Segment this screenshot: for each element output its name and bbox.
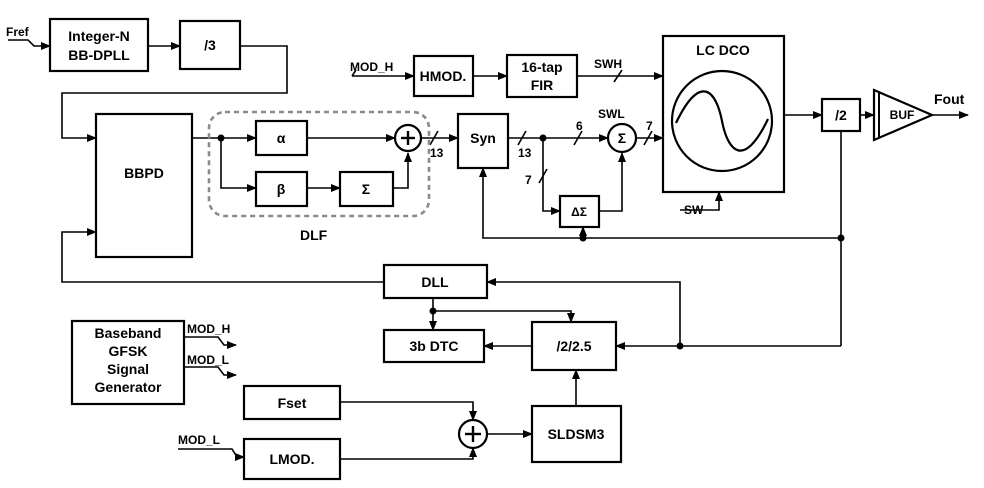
gen-label-4: Generator — [95, 379, 162, 395]
gen-label-3: Signal — [107, 361, 149, 377]
mod-l-output-label: MOD_L — [187, 353, 229, 367]
syn-label: Syn — [470, 130, 496, 146]
divide-by-2-block: /2 — [820, 97, 862, 133]
loop-adder — [393, 123, 423, 153]
bits-7-a: 7 — [646, 119, 653, 133]
mod-l-input-label: MOD_L — [178, 433, 220, 447]
delta-sigma-label: ΔΣ — [571, 205, 587, 219]
syn-block: Syn — [456, 112, 510, 170]
bits-13-a: 13 — [430, 146, 444, 160]
integrator-block: Σ — [338, 170, 395, 208]
lc-dco-block: LC DCO — [661, 34, 786, 194]
mod-h-output-label: MOD_H — [187, 322, 230, 336]
divide-by-3-label: /3 — [204, 37, 216, 53]
dtc-label: 3b DTC — [410, 338, 459, 354]
sw-label: SW — [684, 203, 704, 217]
delta-sigma-block: ΔΣ — [558, 194, 601, 229]
dpll-block: Integer-N BB-DPLL — [48, 17, 150, 73]
freq-adder — [457, 418, 489, 450]
sine-wave-icon — [675, 90, 769, 152]
lmod-label: LMOD. — [269, 451, 314, 467]
beta-block: β — [254, 170, 309, 208]
beta-label: β — [277, 181, 286, 197]
dpll-label-1: Integer-N — [68, 28, 129, 44]
fir-label-2: FIR — [531, 77, 554, 93]
lc-dco-label: LC DCO — [696, 42, 750, 58]
gen-label-1: Baseband — [95, 325, 162, 341]
alpha-block: α — [254, 119, 309, 157]
mod-h-input-label: MOD_H — [350, 60, 393, 74]
swh-label: SWH — [594, 57, 622, 71]
junction-dots — [217, 134, 845, 350]
swl-summer-label: Σ — [618, 130, 626, 146]
dlf-label: DLF — [300, 227, 328, 243]
dpll-label-2: BB-DPLL — [68, 47, 130, 63]
fset-block: Fset — [242, 384, 342, 421]
bits-7-b: 7 — [525, 173, 532, 187]
fir-block: 16-tap FIR — [505, 53, 579, 99]
divider-2-2p5-block: /2/2.5 — [530, 320, 618, 372]
buffer-label: BUF — [890, 108, 915, 122]
swl-summer: Σ — [606, 122, 638, 154]
fir-label-1: 16-tap — [521, 59, 562, 75]
signal-labels: Fref Fout MOD_H SWH SWL SW 13 13 6 7 7 M… — [6, 25, 965, 447]
gfsk-generator-block: Baseband GFSK Signal Generator — [70, 319, 186, 406]
integrator-label: Σ — [362, 181, 370, 197]
oscillator-icon — [670, 69, 774, 173]
buffer-block: BUF — [872, 88, 935, 142]
lmod-block: LMOD. — [242, 437, 342, 481]
divide-by-2-label: /2 — [835, 107, 847, 123]
sldsm3-block: SLDSM3 — [530, 404, 623, 464]
dlf-boundary — [207, 110, 431, 218]
bits-6: 6 — [576, 119, 583, 133]
bits-13-b: 13 — [518, 146, 532, 160]
fref-label: Fref — [6, 25, 30, 39]
divide-by-3-block: /3 — [178, 19, 242, 71]
sldsm3-label: SLDSM3 — [548, 426, 605, 442]
dll-block: DLL — [382, 263, 489, 300]
fout-label: Fout — [934, 91, 965, 107]
wires — [8, 39, 969, 461]
swl-label: SWL — [598, 107, 625, 121]
divider-2-2p5-label: /2/2.5 — [556, 338, 591, 354]
gen-label-2: GFSK — [109, 343, 148, 359]
hmod-label: HMOD. — [420, 68, 467, 84]
fset-label: Fset — [278, 395, 307, 411]
dtc-block: 3b DTC — [382, 328, 486, 364]
dll-label: DLL — [421, 274, 449, 290]
alpha-label: α — [277, 130, 286, 146]
hmod-block: HMOD. — [412, 54, 475, 98]
bbpd-label: BBPD — [124, 165, 164, 181]
bbpd-block: BBPD — [94, 112, 194, 259]
